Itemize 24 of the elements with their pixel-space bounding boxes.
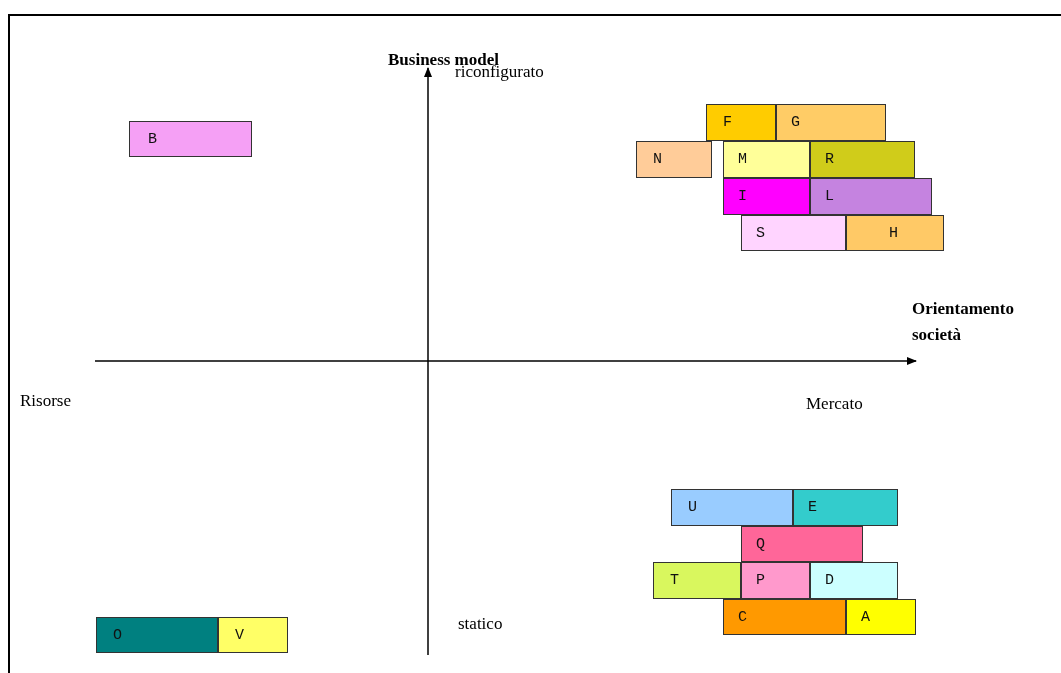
axis-end-label: Risorse [20,391,71,411]
position-bar: T [653,562,741,599]
position-bar: N [636,141,712,178]
axis-end-label: statico [458,614,503,634]
position-bar: V [218,617,288,653]
position-bar: I [723,178,810,215]
position-bar: A [846,599,916,635]
position-bar: B [129,121,252,157]
position-bar: Q [741,526,863,562]
position-bar: L [810,178,932,215]
position-bar: C [723,599,846,635]
position-bar: E [793,489,898,526]
position-bar: H [846,215,944,251]
position-bar: P [741,562,810,599]
position-bar: G [776,104,886,141]
axis-title: Orientamento società [912,298,1015,346]
axis-end-label: Mercato [806,394,863,414]
position-bar: F [706,104,776,141]
position-bar: O [96,617,218,653]
position-bar: R [810,141,915,178]
position-bar: S [741,215,846,251]
position-bar: D [810,562,898,599]
position-bar: U [671,489,793,526]
position-bar: M [723,141,810,178]
